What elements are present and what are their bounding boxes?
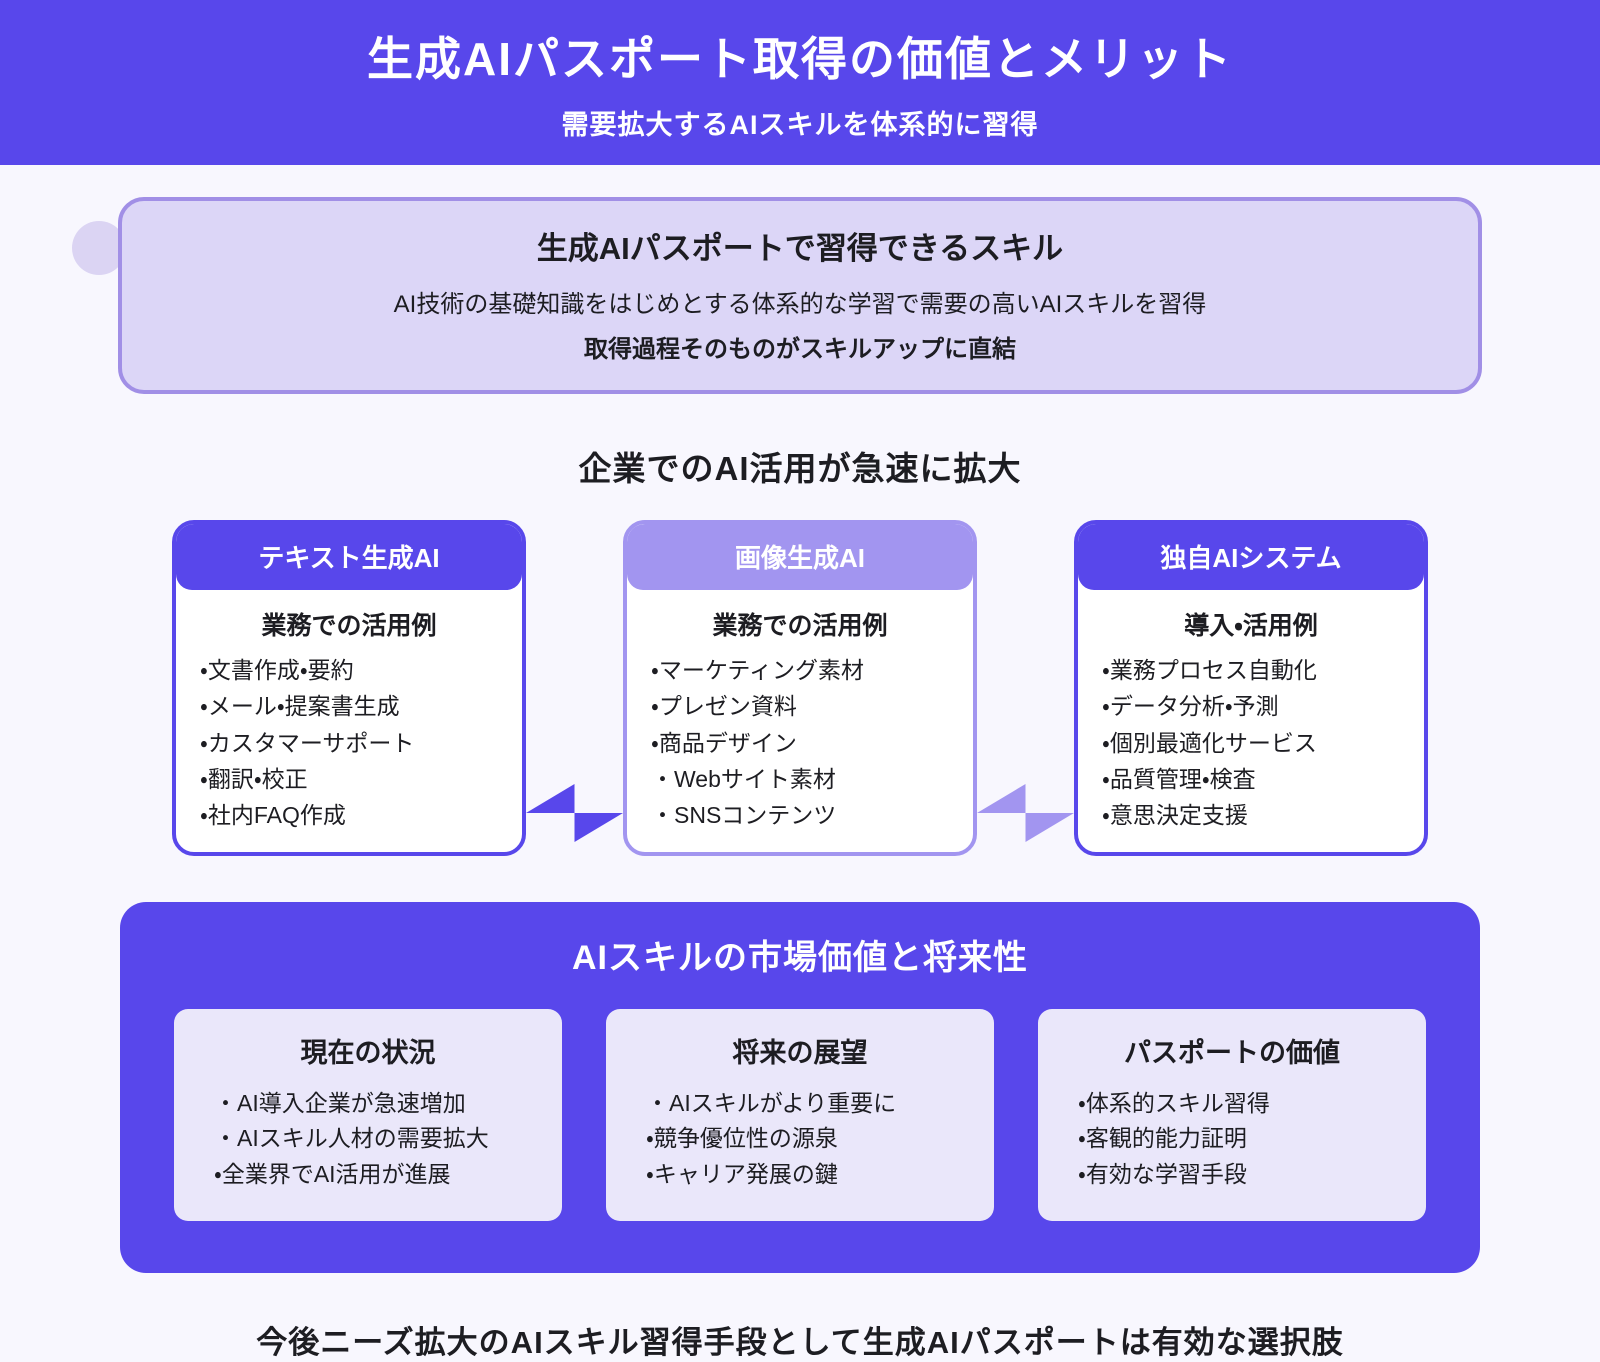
card-future-outlook-title: 将来の展望 <box>732 1037 868 1068</box>
card-future-outlook: 将来の展望 AIスキルがより重要に競争優位性の源泉キャリア発展の鍵 <box>606 1008 994 1221</box>
zigzag-connector-light <box>977 520 1074 856</box>
card-current-status-list: AI導入企業が急速増加AIスキル人材の需要拡大全業界でAI活用が進展 <box>198 1086 538 1193</box>
list-item: プレゼン資料 <box>651 688 963 724</box>
card-text-generation-ai-header: テキスト生成AI <box>176 524 522 590</box>
skills-description: AI技術の基礎知識をはじめとする体系的な学習で需要の高いAIスキルを習得 <box>393 291 1207 318</box>
market-cards-row: 現在の状況 AI導入企業が急速増加AIスキル人材の需要拡大全業界でAI活用が進展… <box>154 1008 1446 1221</box>
list-item: 個別最適化サービス <box>1102 725 1414 761</box>
list-item: 翻訳・校正 <box>200 761 512 797</box>
zigzag-connector-dark <box>526 520 623 856</box>
list-item: Webサイト素材 <box>651 761 963 797</box>
list-item: 競争優位性の源泉 <box>646 1121 970 1157</box>
list-item: AI導入企業が急速増加 <box>214 1086 538 1122</box>
card-custom-ai-system-header: 独自AIシステム <box>1078 524 1424 590</box>
zigzag-arrow-icon <box>977 783 1074 842</box>
card-custom-ai-system-list: 業務プロセス自動化データ分析・予測個別最適化サービス品質管理・検査意思決定支援 <box>1078 652 1424 852</box>
card-current-status: 現在の状況 AI導入企業が急速増加AIスキル人材の需要拡大全業界でAI活用が進展 <box>174 1008 562 1221</box>
card-custom-ai-system: 独自AIシステム 導入・活用例 業務プロセス自動化データ分析・予測個別最適化サー… <box>1074 520 1428 856</box>
card-passport-value-list: 体系的スキル習得客観的能力証明有効な学習手段 <box>1062 1086 1402 1193</box>
card-image-generation-ai-list: マーケティング素材プレゼン資料商品デザインWebサイト素材SNSコンテンツ <box>627 652 973 852</box>
card-text-generation-ai-subtitle: 業務での活用例 <box>261 612 437 640</box>
card-text-generation-ai-list: 文書作成・要約メール・提案書生成カスタマーサポート翻訳・校正社内FAQ作成 <box>176 652 522 852</box>
decorative-circle <box>72 221 126 275</box>
card-text-generation-ai: テキスト生成AI 業務での活用例 文書作成・要約メール・提案書生成カスタマーサポ… <box>172 520 526 856</box>
market-value-section: AIスキルの市場価値と将来性 現在の状況 AI導入企業が急速増加AIスキル人材の… <box>120 901 1480 1273</box>
list-item: 有効な学習手段 <box>1078 1157 1402 1193</box>
list-item: SNSコンテンツ <box>651 797 963 833</box>
header-banner: 生成AIパスポート取得の価値とメリット 需要拡大するAIスキルを体系的に習得 <box>0 0 1600 165</box>
list-item: データ分析・予測 <box>1102 688 1414 724</box>
page-subtitle: 需要拡大するAIスキルを体系的に習得 <box>561 110 1039 140</box>
ai-usage-cards-row: テキスト生成AI 業務での活用例 文書作成・要約メール・提案書生成カスタマーサポ… <box>0 520 1600 856</box>
skills-highlight: 取得過程そのものがスキルアップに直結 <box>584 336 1016 363</box>
list-item: 商品デザイン <box>651 725 963 761</box>
skills-summary-card: 生成AIパスポートで習得できるスキル AI技術の基礎知識をはじめとする体系的な学… <box>118 197 1482 394</box>
list-item: キャリア発展の鍵 <box>646 1157 970 1193</box>
card-image-generation-ai: 画像生成AI 業務での活用例 マーケティング素材プレゼン資料商品デザインWebサ… <box>623 520 977 856</box>
list-item: 客観的能力証明 <box>1078 1121 1402 1157</box>
list-item: AIスキルがより重要に <box>646 1086 970 1122</box>
list-item: 体系的スキル習得 <box>1078 1086 1402 1122</box>
card-passport-value: パスポートの価値 体系的スキル習得客観的能力証明有効な学習手段 <box>1038 1008 1426 1221</box>
skills-title: 生成AIパスポートで習得できるスキル <box>536 231 1064 266</box>
list-item: 全業界でAI活用が進展 <box>214 1157 538 1193</box>
list-item: マーケティング素材 <box>651 652 963 688</box>
zigzag-arrow-icon <box>526 783 623 842</box>
card-passport-value-title: パスポートの価値 <box>1124 1037 1340 1068</box>
list-item: 業務プロセス自動化 <box>1102 652 1414 688</box>
list-item: 意思決定支援 <box>1102 797 1414 833</box>
conclusion-text: 今後ニーズ拡大のAIスキル習得手段として生成AIパスポートは有効な選択肢 <box>256 1324 1344 1360</box>
list-item: カスタマーサポート <box>200 725 512 761</box>
list-item: メール・提案書生成 <box>200 688 512 724</box>
card-future-outlook-list: AIスキルがより重要に競争優位性の源泉キャリア発展の鍵 <box>630 1086 970 1193</box>
card-custom-ai-system-subtitle: 導入・活用例 <box>1184 612 1318 640</box>
list-item: AIスキル人材の需要拡大 <box>214 1121 538 1157</box>
card-image-generation-ai-subtitle: 業務での活用例 <box>712 612 888 640</box>
card-current-status-title: 現在の状況 <box>300 1037 436 1068</box>
expansion-section-title: 企業でのAI活用が急速に拡大 <box>578 450 1022 487</box>
market-section-title: AIスキルの市場価値と将来性 <box>572 938 1028 977</box>
card-image-generation-ai-header: 画像生成AI <box>627 524 973 590</box>
list-item: 文書作成・要約 <box>200 652 512 688</box>
list-item: 社内FAQ作成 <box>200 797 512 833</box>
page-title: 生成AIパスポート取得の価値とメリット <box>367 33 1233 85</box>
list-item: 品質管理・検査 <box>1102 761 1414 797</box>
